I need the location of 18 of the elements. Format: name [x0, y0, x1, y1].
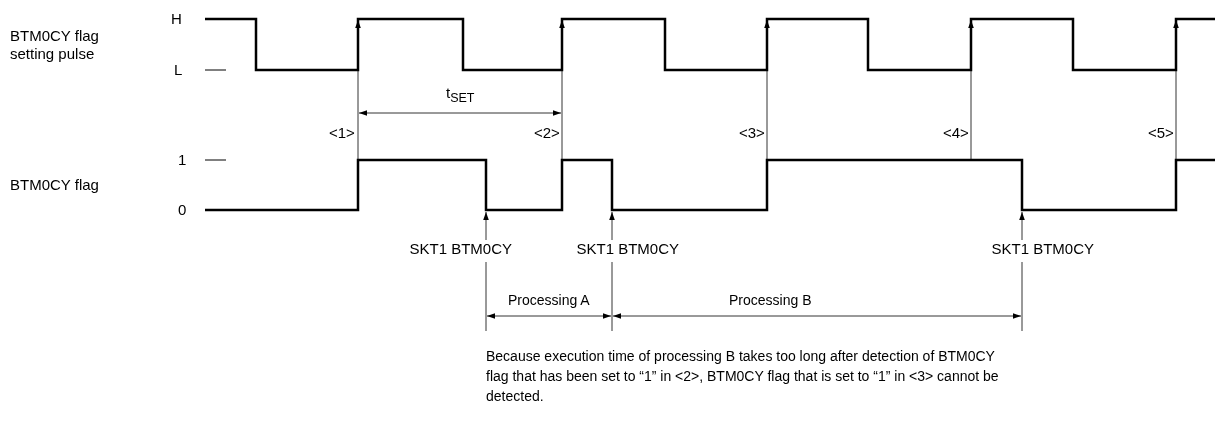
level-label: 1: [178, 151, 187, 169]
step-marker: <2>: [534, 124, 560, 142]
note-text: Because execution time of processing B takes too long after detection of BTM0CY flag that has been set to “1” in <2>, BTM0CY flag that is set to “1” in <3> cannot be detected.: [486, 347, 1000, 406]
signal-name: BTM0CY flag: [10, 176, 99, 194]
step-marker: <1>: [329, 124, 355, 142]
step-marker: <5>: [1148, 124, 1174, 142]
level-label: 0: [178, 201, 187, 219]
instruction-label: SKT1 BTM0CY: [409, 240, 513, 258]
step-marker: <4>: [943, 124, 969, 142]
instruction-label: SKT1 BTM0CY: [991, 240, 1095, 258]
level-label: H: [171, 10, 182, 28]
interval-label: Processing A: [508, 291, 590, 309]
interval-label: Processing B: [729, 291, 812, 309]
signal-name: BTM0CY flag setting pulse: [10, 27, 100, 63]
timing-label: t$_{SET}$: [446, 84, 475, 107]
instruction-label: SKT1 BTM0CY: [576, 240, 680, 258]
level-label: L: [174, 61, 183, 79]
step-marker: <3>: [739, 124, 765, 142]
